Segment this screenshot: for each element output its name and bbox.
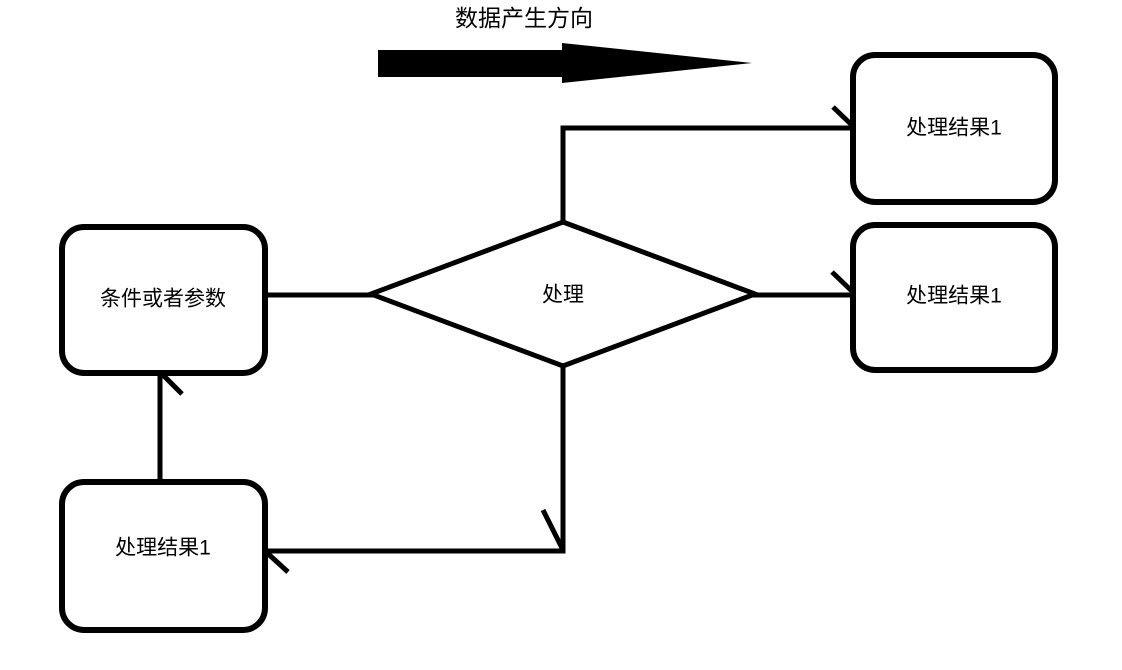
node-result-top-shape[interactable]	[850, 52, 1058, 205]
node-condition-label: 条件或者参数	[100, 288, 226, 311]
node-result-bottom-shape[interactable]	[59, 479, 268, 633]
node-result-top-label: 处理结果1	[906, 117, 1002, 140]
node-process[interactable]: 处理	[363, 219, 763, 369]
node-process-label: 处理	[542, 284, 584, 307]
edge-line-process-result-bottom	[265, 366, 566, 554]
edge-process-to-result-top	[560, 105, 858, 222]
node-result-top[interactable]: 处理结果1	[850, 52, 1058, 205]
edge-process-to-result-bottom	[263, 366, 566, 574]
edge-result-bottom-to-condition	[157, 370, 184, 482]
diagram-title: 数据产生方向	[455, 5, 593, 31]
node-condition[interactable]: 条件或者参数	[59, 224, 268, 376]
node-result-middle-label: 处理结果1	[906, 285, 1002, 308]
node-result-middle-shape[interactable]	[850, 222, 1058, 373]
arrowhead-result-bottom	[263, 549, 290, 574]
node-result-bottom-label: 处理结果1	[115, 537, 211, 560]
edge-line-process-result-top	[560, 125, 855, 222]
node-result-middle[interactable]: 处理结果1	[850, 222, 1058, 373]
arrowhead-process-bottom-corner	[540, 508, 566, 552]
edge-process-to-result-middle	[753, 270, 859, 298]
node-condition-shape[interactable]	[59, 224, 268, 376]
node-result-bottom[interactable]: 处理结果1	[59, 479, 268, 633]
node-process-shape[interactable]	[363, 219, 763, 369]
data-direction-arrow-icon	[378, 43, 752, 83]
data-direction-arrow-group	[378, 43, 752, 83]
